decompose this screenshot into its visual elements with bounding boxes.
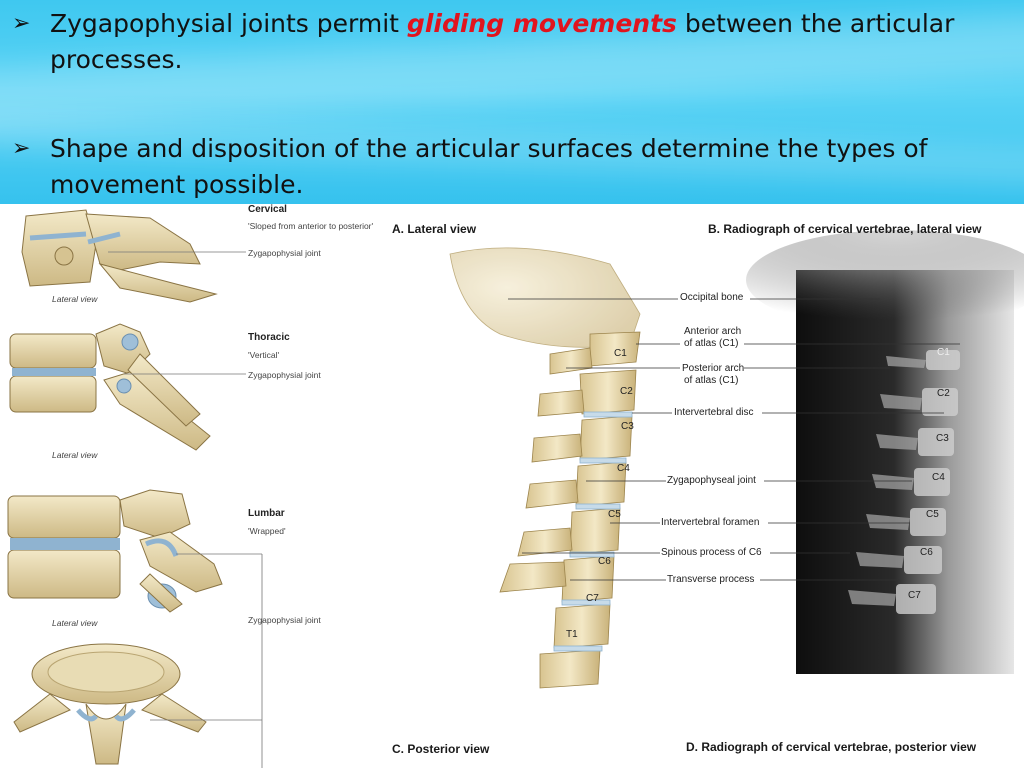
a-label-c5: C5 (608, 509, 621, 520)
lumbar-view-label: Lateral view (52, 618, 98, 628)
panel-c-title: C. Posterior view (392, 742, 490, 756)
a-label-c4: C4 (617, 463, 630, 474)
bullet-1-start: Zygapophysial joints permit (50, 9, 407, 38)
callout-intervertebral-foramen: Intervertebral foramen (661, 517, 760, 528)
lumbar-joint-label: Zygapophysial joint (248, 615, 321, 625)
b-label-c7: C7 (908, 590, 921, 601)
b-label-c6: C6 (920, 547, 933, 558)
callout-intervertebral-disc: Intervertebral disc (674, 407, 754, 418)
thoracic-view-label: Lateral view (52, 450, 98, 460)
b-label-c5: C5 (926, 509, 939, 520)
cervical-vertebrae-drawing (21, 209, 218, 303)
b-label-c4: C4 (932, 472, 945, 483)
left-vertebrae-illustration (7, 209, 263, 768)
arrow-bullet-icon: ➢ (12, 11, 31, 36)
a-label-c6: C6 (598, 556, 611, 567)
cervical-title: Cervical (248, 204, 287, 215)
thoracic-vertebrae-drawing (9, 323, 211, 451)
panel-a-title: A. Lateral view (392, 222, 477, 236)
lumbar-superior-view-drawing (13, 643, 207, 765)
lumbar-title: Lumbar (248, 508, 285, 519)
cervical-note: 'Sloped from anterior to posterior' (248, 221, 374, 231)
lumbar-vertebrae-drawing (7, 489, 223, 613)
callout-anterior-arch-line2: of atlas (C1) (684, 338, 739, 349)
bullet-1-text: Zygapophysial joints permit gliding move… (12, 6, 1002, 78)
callout-anterior-arch-line1: Anterior arch (684, 326, 742, 337)
bullet-1-end: between the articular processes. (50, 9, 955, 74)
callout-posterior-arch-line1: Posterior arch (682, 363, 745, 374)
a-label-c3: C3 (621, 421, 634, 432)
left-leader-lines (108, 251, 263, 768)
lumbar-note: 'Wrapped' (248, 526, 286, 536)
bullet-1-emphasis: gliding movements (406, 9, 677, 38)
a-label-c2: C2 (620, 386, 633, 397)
radiograph-lateral (746, 230, 1024, 674)
thoracic-note: 'Vertical' (248, 350, 280, 360)
bullet-2-text: Shape and disposition of the articular s… (50, 134, 928, 199)
bullet-2: ➢ Shape and disposition of the articular… (12, 131, 1002, 203)
a-label-c7: C7 (586, 593, 599, 604)
callout-posterior-arch-line2: of atlas (C1) (684, 375, 739, 386)
panel-b-title: B. Radiograph of cervical vertebrae, lat… (708, 222, 982, 236)
b-label-c2: C2 (937, 388, 950, 399)
thoracic-title: Thoracic (248, 332, 290, 343)
callout-spinous-process: Spinous process of C6 (661, 547, 762, 558)
arrow-bullet-icon: ➢ (12, 136, 31, 161)
b-label-c1: C1 (937, 347, 950, 358)
cervical-view-label: Lateral view (52, 294, 98, 304)
a-label-c1: C1 (614, 348, 627, 359)
anatomy-figure: Cervical 'Sloped from anterior to poster… (0, 204, 1024, 768)
panel-d-title: D. Radiograph of cervical vertebrae, pos… (686, 740, 977, 754)
callout-zygapophyseal-joint: Zygapophyseal joint (667, 475, 756, 486)
bullet-1: ➢ Zygapophysial joints permit gliding mo… (12, 6, 1002, 78)
thoracic-joint-label: Zygapophysial joint (248, 370, 321, 380)
header-banner: ➢ Zygapophysial joints permit gliding mo… (0, 0, 1024, 204)
callout-occipital-bone: Occipital bone (680, 292, 744, 303)
callout-transverse-process: Transverse process (667, 574, 755, 585)
b-label-c3: C3 (936, 433, 949, 444)
lateral-spine-illustration (449, 247, 641, 689)
a-label-t1: T1 (566, 629, 578, 640)
cervical-joint-label: Zygapophysial joint (248, 248, 321, 258)
